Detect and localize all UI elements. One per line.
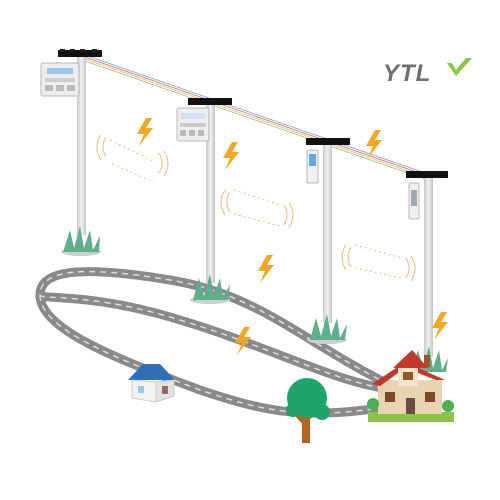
logo-mark-icon [447,58,472,76]
utility-pole-3 [306,138,350,323]
grass-tuft [307,314,347,344]
lightning-icon [223,142,239,170]
crossarm [406,171,448,178]
road [35,267,410,418]
signal-wave-icon [96,134,169,183]
grass-tuft [190,274,230,304]
electricity-meter-icon [176,107,210,142]
crossarm [58,50,102,57]
grass-tuft [61,226,101,256]
lightning-icon [235,327,251,355]
lightning-icon [137,118,153,146]
electricity-meter-icon [40,62,80,97]
crossarm [188,98,232,105]
power-wires [81,53,429,181]
lightning-icon [432,312,448,340]
lightning-icon [366,130,382,158]
signal-wave-icon [220,189,294,229]
electricity-meter-icon [306,149,319,184]
electricity-meter-icon [408,182,420,220]
house-icon [128,364,175,403]
logo-text: YTL [383,60,431,87]
ytl-logo: YTL [383,58,472,87]
house-icon [367,350,454,422]
utility-pole-1 [58,49,102,235]
utility-pole-2 [188,98,232,283]
utility-pole-4 [406,171,448,357]
signal-wave-icon [341,244,416,282]
lightning-icon [258,255,274,283]
crossarm [306,138,350,145]
tree-icon [286,378,330,443]
